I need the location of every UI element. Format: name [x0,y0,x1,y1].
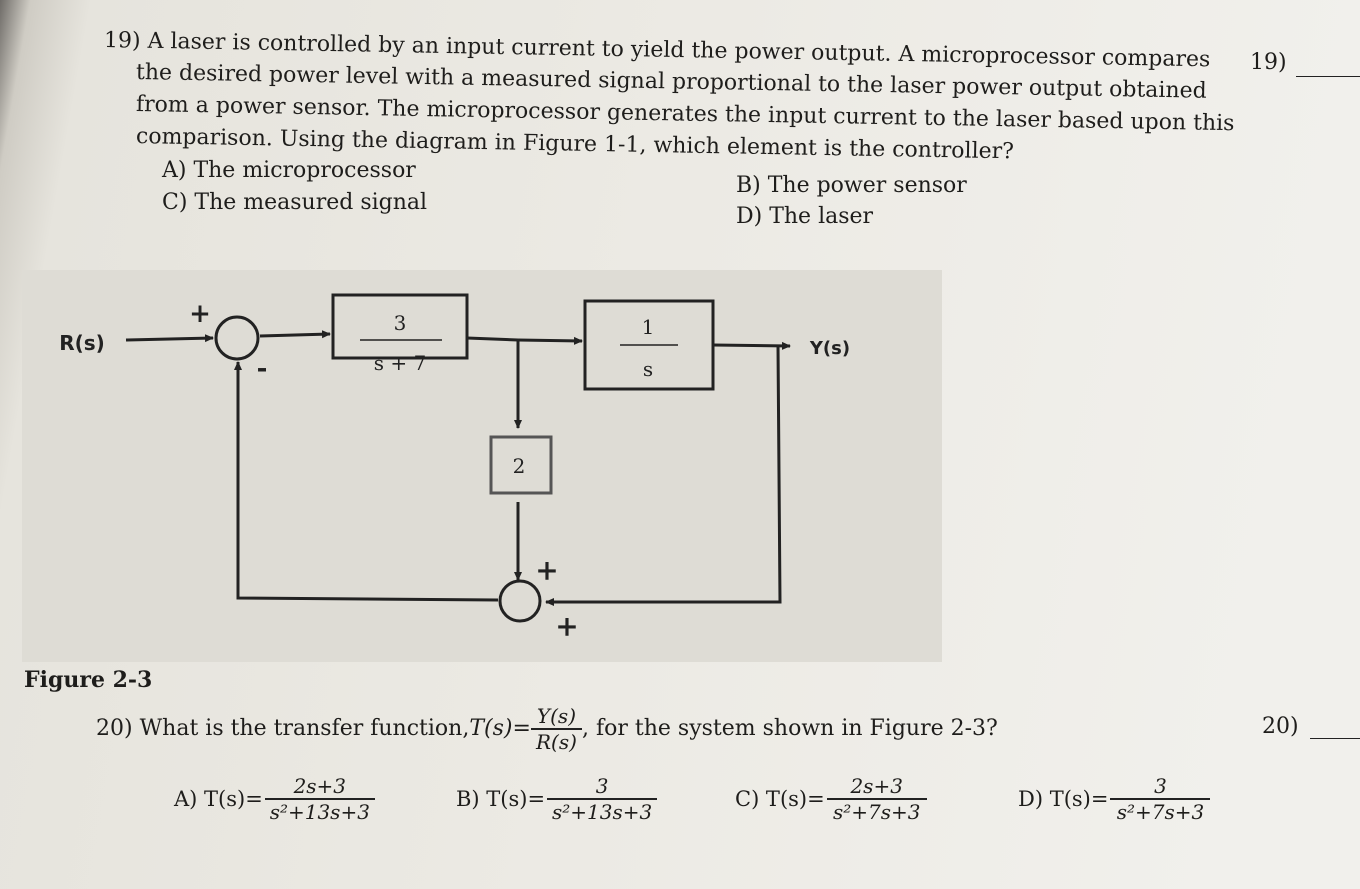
option-numerator: 2s+3 [293,774,347,798]
sum1-plus-sign: + [189,299,211,329]
q19-option-c[interactable]: C) The measured signal [162,190,428,215]
output-arrow [712,341,791,350]
q19-answer-blank[interactable] [1296,76,1360,77]
input-label: R(s) [59,331,105,355]
block-3-over-s-plus-7 [331,293,469,360]
sum1-to-block1-arrow [259,330,331,339]
option-denominator: s²+7s+3 [832,799,921,824]
option-label: C) T(s)= [735,786,825,811]
output-label: Y(s) [809,338,850,359]
option-denominator: s²+13s+3 [269,799,370,824]
q20-tf-numerator: Y(s) [536,704,576,728]
option-label: B) T(s)= [456,786,546,811]
q20-answer-number: 20) [1262,714,1299,739]
q19-option-d[interactable]: D) The laser [736,204,874,229]
sum1-minus-sign: - [257,354,268,384]
sum2-top-plus-sign: + [535,554,558,587]
option-numerator: 3 [595,774,609,798]
input-arrow [125,334,214,343]
option-label: A) T(s)= [174,786,263,811]
q20-tf-denominator: R(s) [535,729,577,754]
q20-suffix: , for the system shown in Figure 2-3? [582,716,998,742]
q20-answer-blank[interactable] [1310,738,1360,739]
block1-numerator: 3 [394,311,407,335]
block1-to-block2-arrow [517,336,583,345]
block3-gain: 2 [513,454,526,478]
feedback-path [234,361,499,602]
figure-background [22,270,942,662]
summing-junction-1 [214,315,260,361]
figure-caption: Figure 2-3 [24,667,153,693]
option-denominator: s²+13s+3 [551,799,653,824]
option-numerator: 2s+3 [850,774,903,798]
block1-denominator: s + 7 [374,351,426,375]
block2-numerator: 1 [642,315,655,339]
q19-option-b[interactable]: B) The power sensor [736,173,967,198]
block2-denominator: s [643,357,653,381]
q19-answer-number: 19) [1250,50,1287,75]
q20-question: 20) What is the transfer function, T(s)=… [96,704,998,754]
q19-option-a[interactable]: A) The microprocessor [162,158,416,183]
summing-junction-2 [498,579,542,623]
q20-prefix: 20) What is the transfer function, [96,716,470,742]
option-denominator: s²+7s+3 [1116,799,1205,824]
option-numerator: 3 [1154,774,1167,798]
block-gain-2 [489,435,553,495]
option-label: D) T(s)= [1018,786,1109,811]
sum2-right-plus-sign: + [555,610,578,643]
q20-tf-label: T(s)= [469,716,531,742]
output-feedback-path [545,345,782,606]
